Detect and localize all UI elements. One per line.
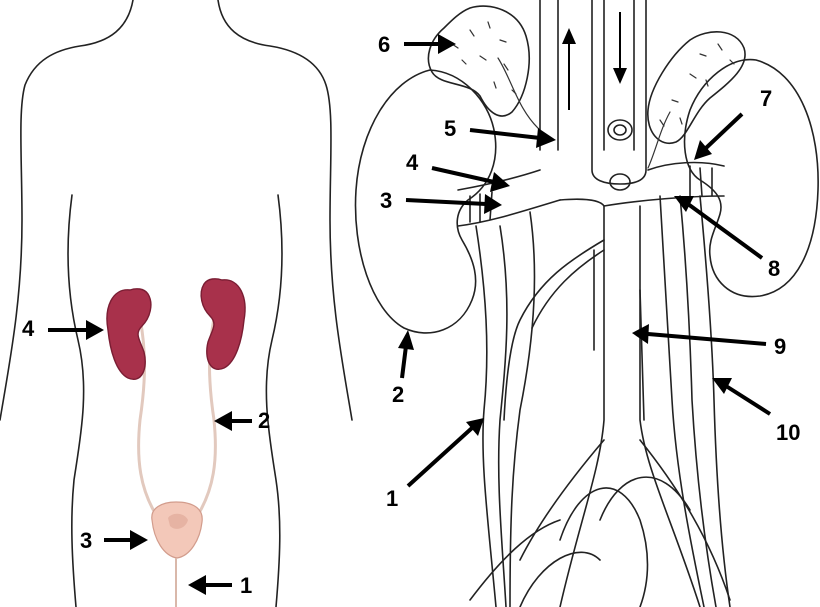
label-left-kidney: 4 — [22, 316, 104, 341]
flow-up-arrow — [562, 28, 576, 44]
label-right-9: 9 — [632, 324, 786, 359]
aorta-descending — [560, 199, 700, 607]
flow-down-arrow — [613, 68, 627, 84]
detailed-anatomy — [355, 0, 818, 607]
torso-right — [266, 195, 282, 607]
label-right-8: 8 — [674, 196, 780, 281]
label-right-2: 2 — [392, 330, 414, 407]
adrenal-gland-left — [428, 6, 529, 116]
label-left-kidney-text: 4 — [22, 316, 35, 341]
right-panel-kidney-right — [685, 60, 819, 297]
vessel-opening-upper-inner — [614, 125, 626, 135]
ureter-bundle-right — [660, 196, 730, 607]
label-right-4-text: 4 — [406, 150, 419, 175]
label-right-3-text: 3 — [380, 188, 392, 213]
label-left-urethra-text: 1 — [240, 573, 252, 598]
right-kidney — [201, 279, 245, 369]
label-right-1: 1 — [386, 418, 484, 511]
label-left-urethra: 1 — [188, 573, 252, 598]
adrenal-texture — [452, 22, 734, 126]
label-right-7-text: 7 — [760, 86, 772, 111]
left-kidney — [107, 289, 151, 379]
bladder — [152, 502, 202, 558]
label-right-10: 10 — [712, 378, 800, 445]
label-left-bladder-text: 3 — [80, 528, 92, 553]
adrenal-vein — [498, 58, 670, 168]
label-right-6: 6 — [378, 32, 456, 57]
label-right-6-text: 6 — [378, 32, 390, 57]
label-right-5-text: 5 — [444, 116, 456, 141]
label-right-7: 7 — [694, 86, 772, 160]
label-left-ureter: 2 — [214, 408, 270, 433]
gonadal-vessel — [504, 240, 604, 420]
label-left-ureter-text: 2 — [258, 408, 270, 433]
label-right-2-text: 2 — [392, 382, 404, 407]
vessel-opening-lower — [610, 174, 630, 190]
label-right-10-text: 10 — [776, 420, 800, 445]
vena-cava-upper — [540, 0, 558, 150]
label-right-1-text: 1 — [386, 486, 398, 511]
vessel-opening-upper — [608, 120, 632, 140]
label-right-9-text: 9 — [774, 334, 786, 359]
label-right-8-text: 8 — [768, 256, 780, 281]
body-outline-right — [218, 0, 352, 420]
label-right-3: 3 — [380, 188, 502, 214]
label-left-bladder: 3 — [80, 528, 148, 553]
